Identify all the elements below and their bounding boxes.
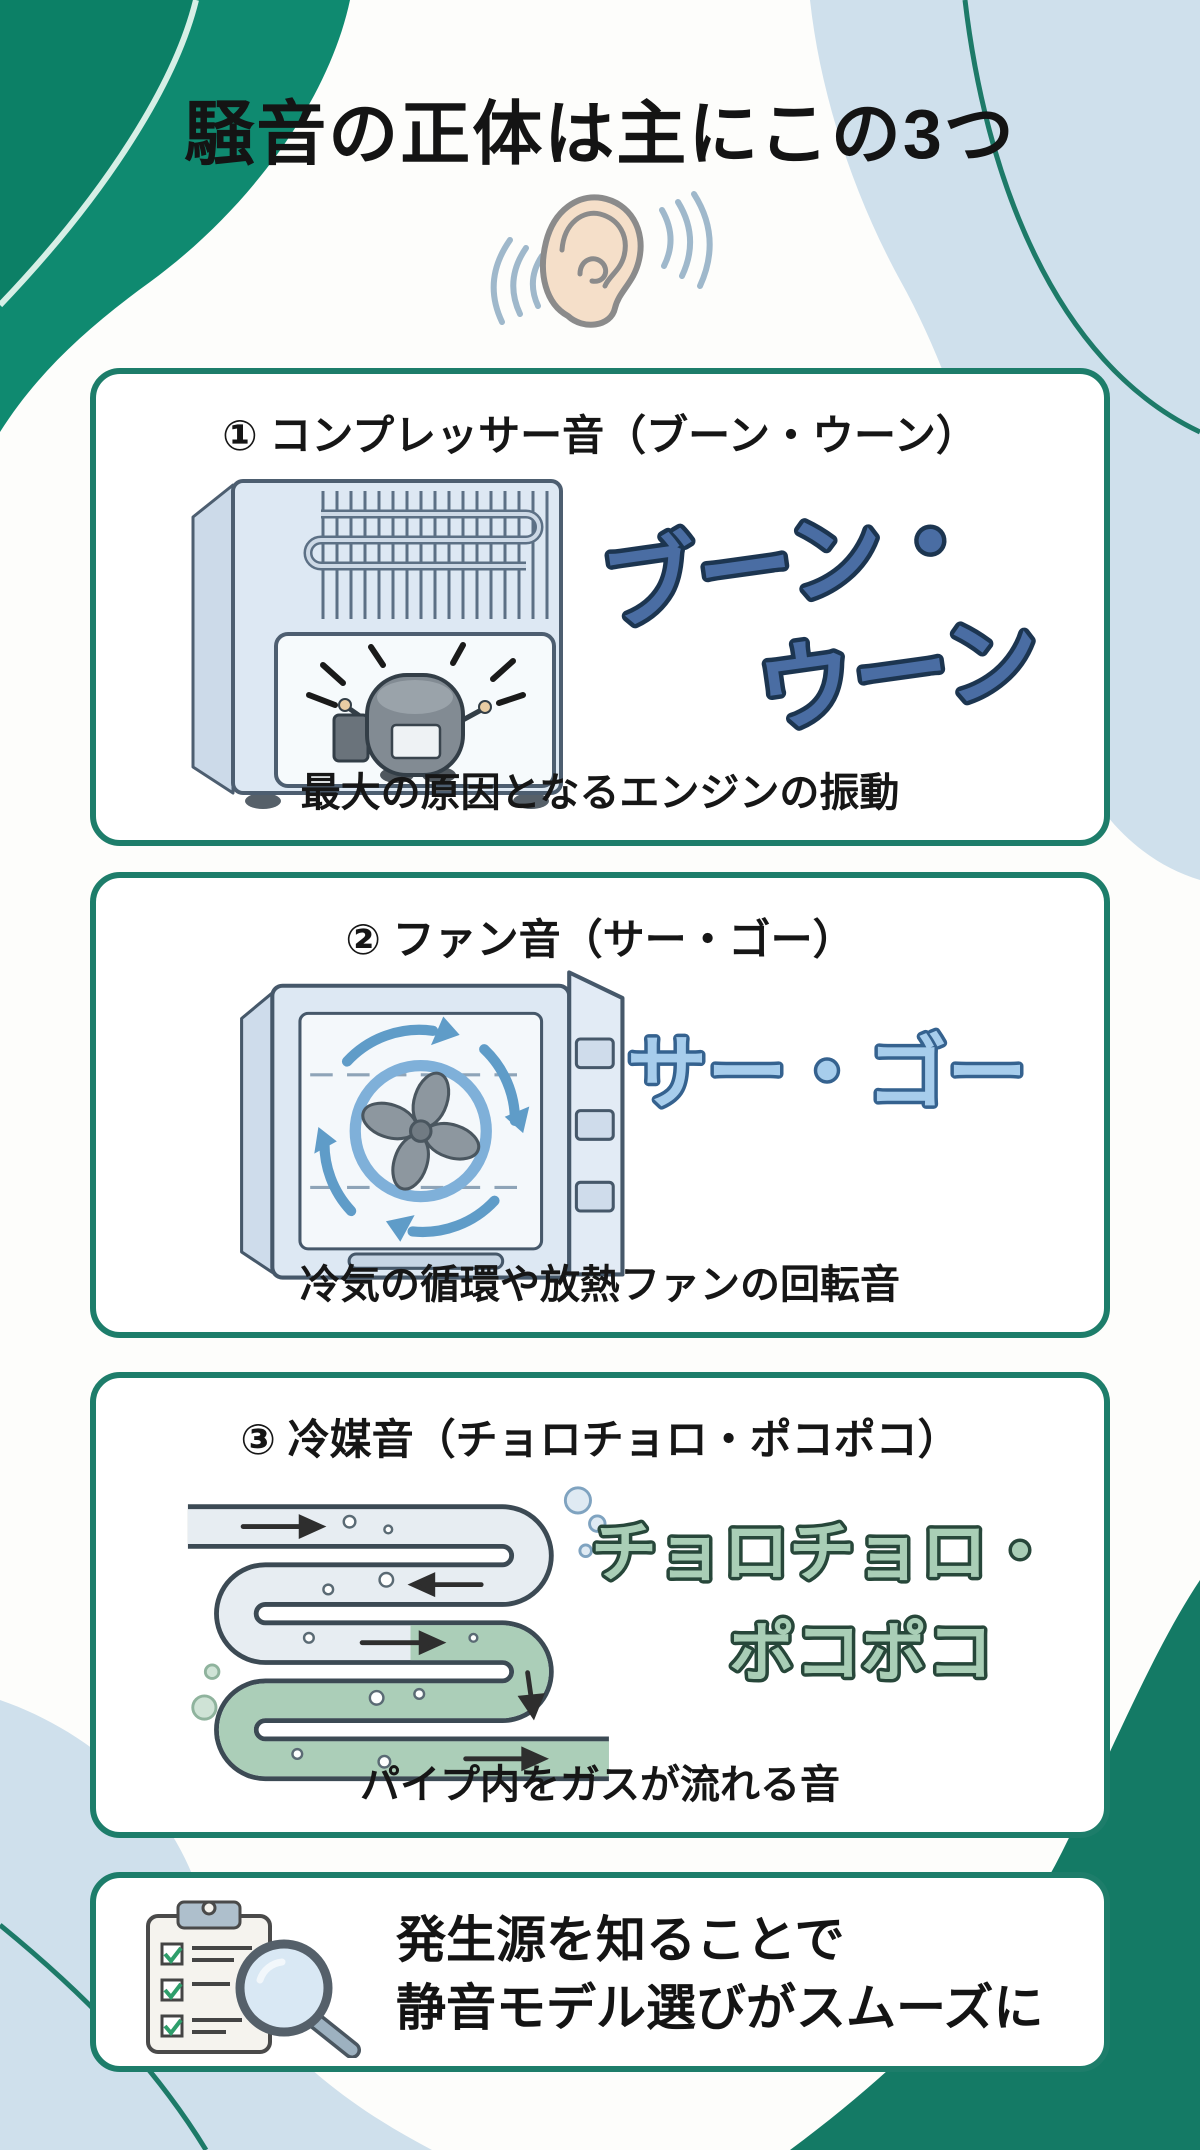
clipboard-checklist-magnifier-icon	[146, 1900, 361, 2058]
summary-card: 発生源を知ることで 静音モデル選びがスムーズに	[90, 1872, 1110, 2072]
page-title: 騒音の正体は主にこの3つ	[184, 95, 1016, 173]
sound-text-line1: チョロチョロ・	[591, 1515, 1053, 1589]
fridge-back-compressor-illustration	[191, 479, 563, 809]
card-refrigerant-sound: ③ 冷媒音（チョロチョロ・ポコポコ）	[90, 1372, 1110, 1838]
card2-sound-text: サー・ゴー	[624, 1026, 1031, 1122]
summary-line1: 発生源を知ることで	[396, 1912, 845, 1968]
summary-text: 発生源を知ることで 静音モデル選びがスムーズに	[396, 1906, 1044, 2042]
sound-text-line1: サー・ゴー	[627, 1029, 1027, 1118]
sound-text-line2: ウーン	[751, 602, 1046, 747]
card1-caption: 最大の原因となるエンジンの振動	[300, 771, 900, 815]
fridge-fan-illustration	[240, 970, 625, 1280]
card1-heading: ① コンプレッサー音（ブーン・ウーン）	[222, 412, 978, 459]
top-right-teal-curve	[962, 0, 1200, 435]
card2-caption: 冷気の循環や放熱ファンの回転音	[300, 1263, 900, 1307]
summary-line2: 静音モデル選びがスムーズに	[396, 1980, 1044, 2036]
ear-icon	[490, 191, 713, 328]
top-left-mint-curve	[0, 0, 199, 308]
refrigerant-pipe-illustration	[187, 1486, 609, 1782]
card2-heading: ② ファン音（サー・ゴー）	[345, 916, 855, 963]
top-left-dark-green-blob	[0, 0, 196, 305]
card-compressor-sound: ① コンプレッサー音（ブーン・ウーン）	[90, 368, 1110, 846]
card3-sound-text: チョロチョロ・ ポコポコ	[588, 1512, 1057, 1693]
card-fan-sound: ② ファン音（サー・ゴー）	[90, 872, 1110, 1338]
sound-text-line2: ポコポコ	[729, 1615, 993, 1689]
card3-heading: ③ 冷媒音（チョロチョロ・ポコポコ）	[240, 1416, 960, 1463]
card3-caption: パイプ内をガスが流れる音	[360, 1763, 840, 1807]
card1-sound-text: ブーン・ ウーン	[591, 484, 1051, 751]
